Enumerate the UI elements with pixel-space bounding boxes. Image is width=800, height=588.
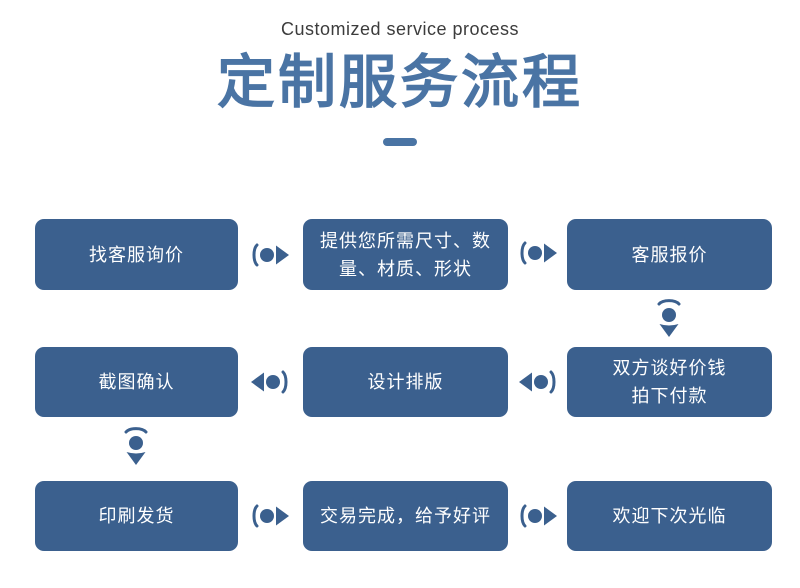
flow-step-design-layout: 设计排版 [303, 347, 508, 417]
flow-step-provide-specs: 提供您所需尺寸、数 量、材质、形状 [303, 219, 508, 290]
arrow-left-icon [251, 370, 288, 394]
subtitle-en: Customized service process [280, 19, 520, 39]
arrow-right-icon [520, 241, 557, 265]
flow-step-screenshot-confirm: 截图确认 [35, 347, 238, 417]
page-title: 定制服务流程 [216, 50, 583, 115]
title-underline [383, 138, 417, 146]
arrow-down-icon [657, 299, 681, 337]
flow-step-deal-done-review: 交易完成，给予好评 [303, 481, 508, 551]
flow-step-service-quote: 客服报价 [567, 219, 772, 290]
flow-step-ask-service: 找客服询价 [35, 219, 238, 290]
flow-step-print-ship: 印刷发货 [35, 481, 238, 551]
arrow-down-icon [124, 427, 148, 465]
arrow-right-icon [252, 504, 289, 528]
arrow-right-icon [520, 504, 557, 528]
flow-step-welcome-back: 欢迎下次光临 [567, 481, 772, 551]
arrow-right-icon [252, 243, 289, 267]
flow-step-agree-price-pay: 双方谈好价钱 拍下付款 [567, 347, 772, 417]
arrow-left-icon [519, 370, 556, 394]
